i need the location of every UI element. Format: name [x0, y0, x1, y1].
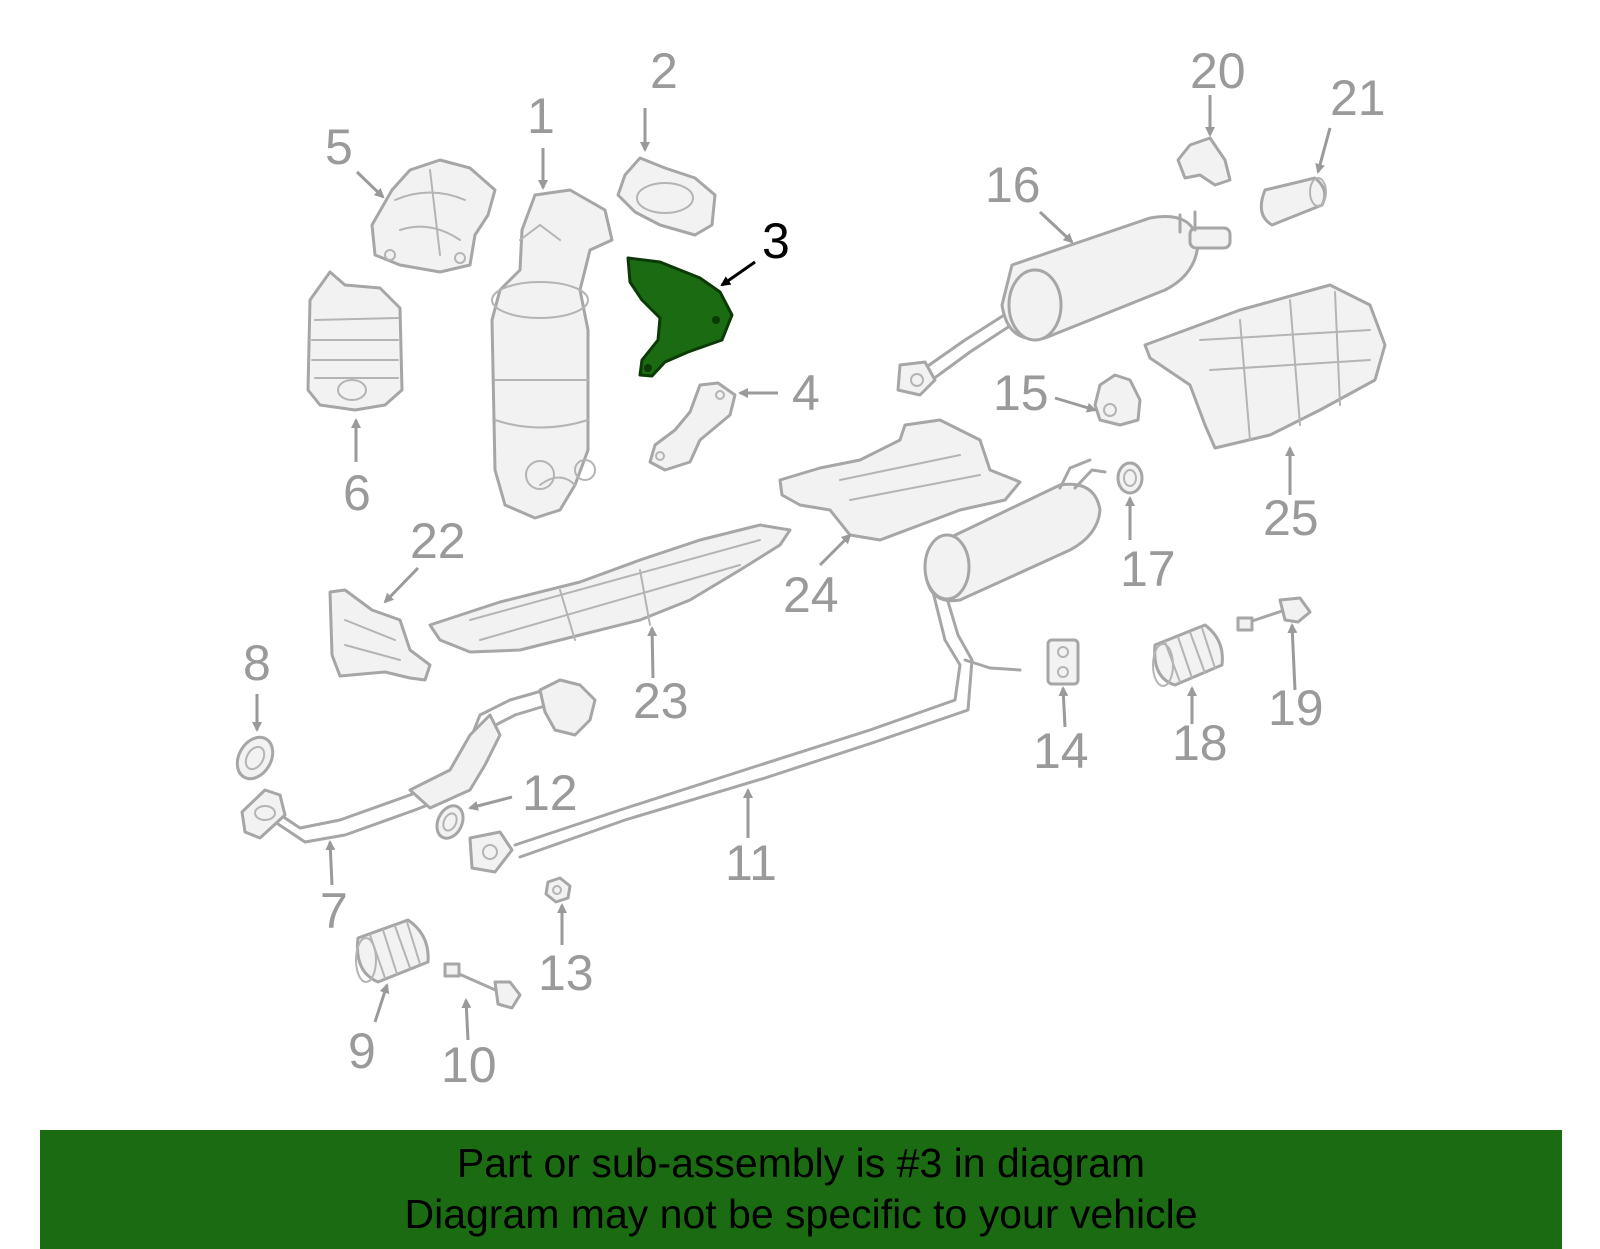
callout-14: 14 — [1033, 723, 1089, 779]
part-6-lower-heat-shield — [306, 270, 404, 412]
callout-7: 7 — [320, 883, 348, 939]
part-25-rear-heat-shield — [1143, 283, 1387, 450]
part-18-spring — [1152, 623, 1224, 687]
callout-21: 21 — [1330, 70, 1386, 126]
part-14-hanger — [1046, 638, 1080, 686]
callout-12: 12 — [522, 765, 578, 821]
leader-lines — [252, 95, 1332, 1041]
callout-labels: 1 2 3 4 5 6 7 8 9 10 11 12 13 14 15 16 1… — [243, 43, 1386, 1093]
part-5-upper-heat-shield — [370, 158, 497, 274]
part-21-exhaust-tip — [1259, 176, 1327, 227]
part-24-mid-heat-shield — [778, 418, 1022, 542]
callout-5: 5 — [325, 119, 353, 175]
part-23-floor-heat-shield — [428, 523, 792, 654]
callout-3-highlighted: 3 — [762, 213, 790, 269]
part-4-lower-bracket — [648, 381, 737, 472]
callout-9: 9 — [348, 1023, 376, 1079]
banner-line-part-number: Part or sub-assembly is #3 in diagram — [456, 1140, 1146, 1186]
callout-6: 6 — [343, 465, 371, 521]
part-10-bolt — [443, 962, 522, 1010]
callout-18: 18 — [1172, 715, 1228, 771]
part-9-spring — [355, 918, 430, 984]
part-1-catalytic-converter — [490, 188, 614, 520]
part-19-bolt — [1236, 596, 1312, 632]
callout-4: 4 — [792, 365, 820, 421]
part-16-rear-muffler — [896, 210, 1232, 397]
callout-16: 16 — [985, 157, 1041, 213]
callout-13: 13 — [538, 945, 594, 1001]
part-8-gasket-ring — [235, 735, 275, 781]
part-15-hanger — [1093, 373, 1142, 427]
callout-19: 19 — [1268, 680, 1324, 736]
part-11-mid-pipe-resonator — [468, 458, 1107, 874]
info-banner: Part or sub-assembly is #3 in diagram Di… — [40, 1130, 1562, 1249]
part-20-clamp — [1176, 136, 1232, 187]
callout-20: 20 — [1190, 43, 1246, 99]
callout-15: 15 — [993, 365, 1049, 421]
callout-2: 2 — [650, 43, 678, 99]
part-17-gasket-ring — [1116, 461, 1144, 495]
callout-8: 8 — [243, 635, 271, 691]
callout-1: 1 — [527, 88, 555, 144]
callout-11: 11 — [725, 835, 777, 891]
callout-17: 17 — [1120, 541, 1176, 597]
callout-22: 22 — [410, 513, 466, 569]
part-2-gasket — [616, 156, 717, 237]
callout-23: 23 — [633, 673, 689, 729]
callout-24: 24 — [783, 567, 839, 623]
callout-25: 25 — [1263, 490, 1319, 546]
part-7-front-pipe — [240, 678, 597, 844]
part-3-bracket-highlighted — [626, 256, 734, 378]
part-12-gasket-ring — [435, 804, 465, 840]
callout-10: 10 — [441, 1037, 497, 1093]
part-13-nut — [544, 876, 572, 904]
banner-line-disclaimer: Diagram may not be specific to your vehi… — [404, 1191, 1198, 1237]
part-22-bracket — [328, 588, 432, 682]
